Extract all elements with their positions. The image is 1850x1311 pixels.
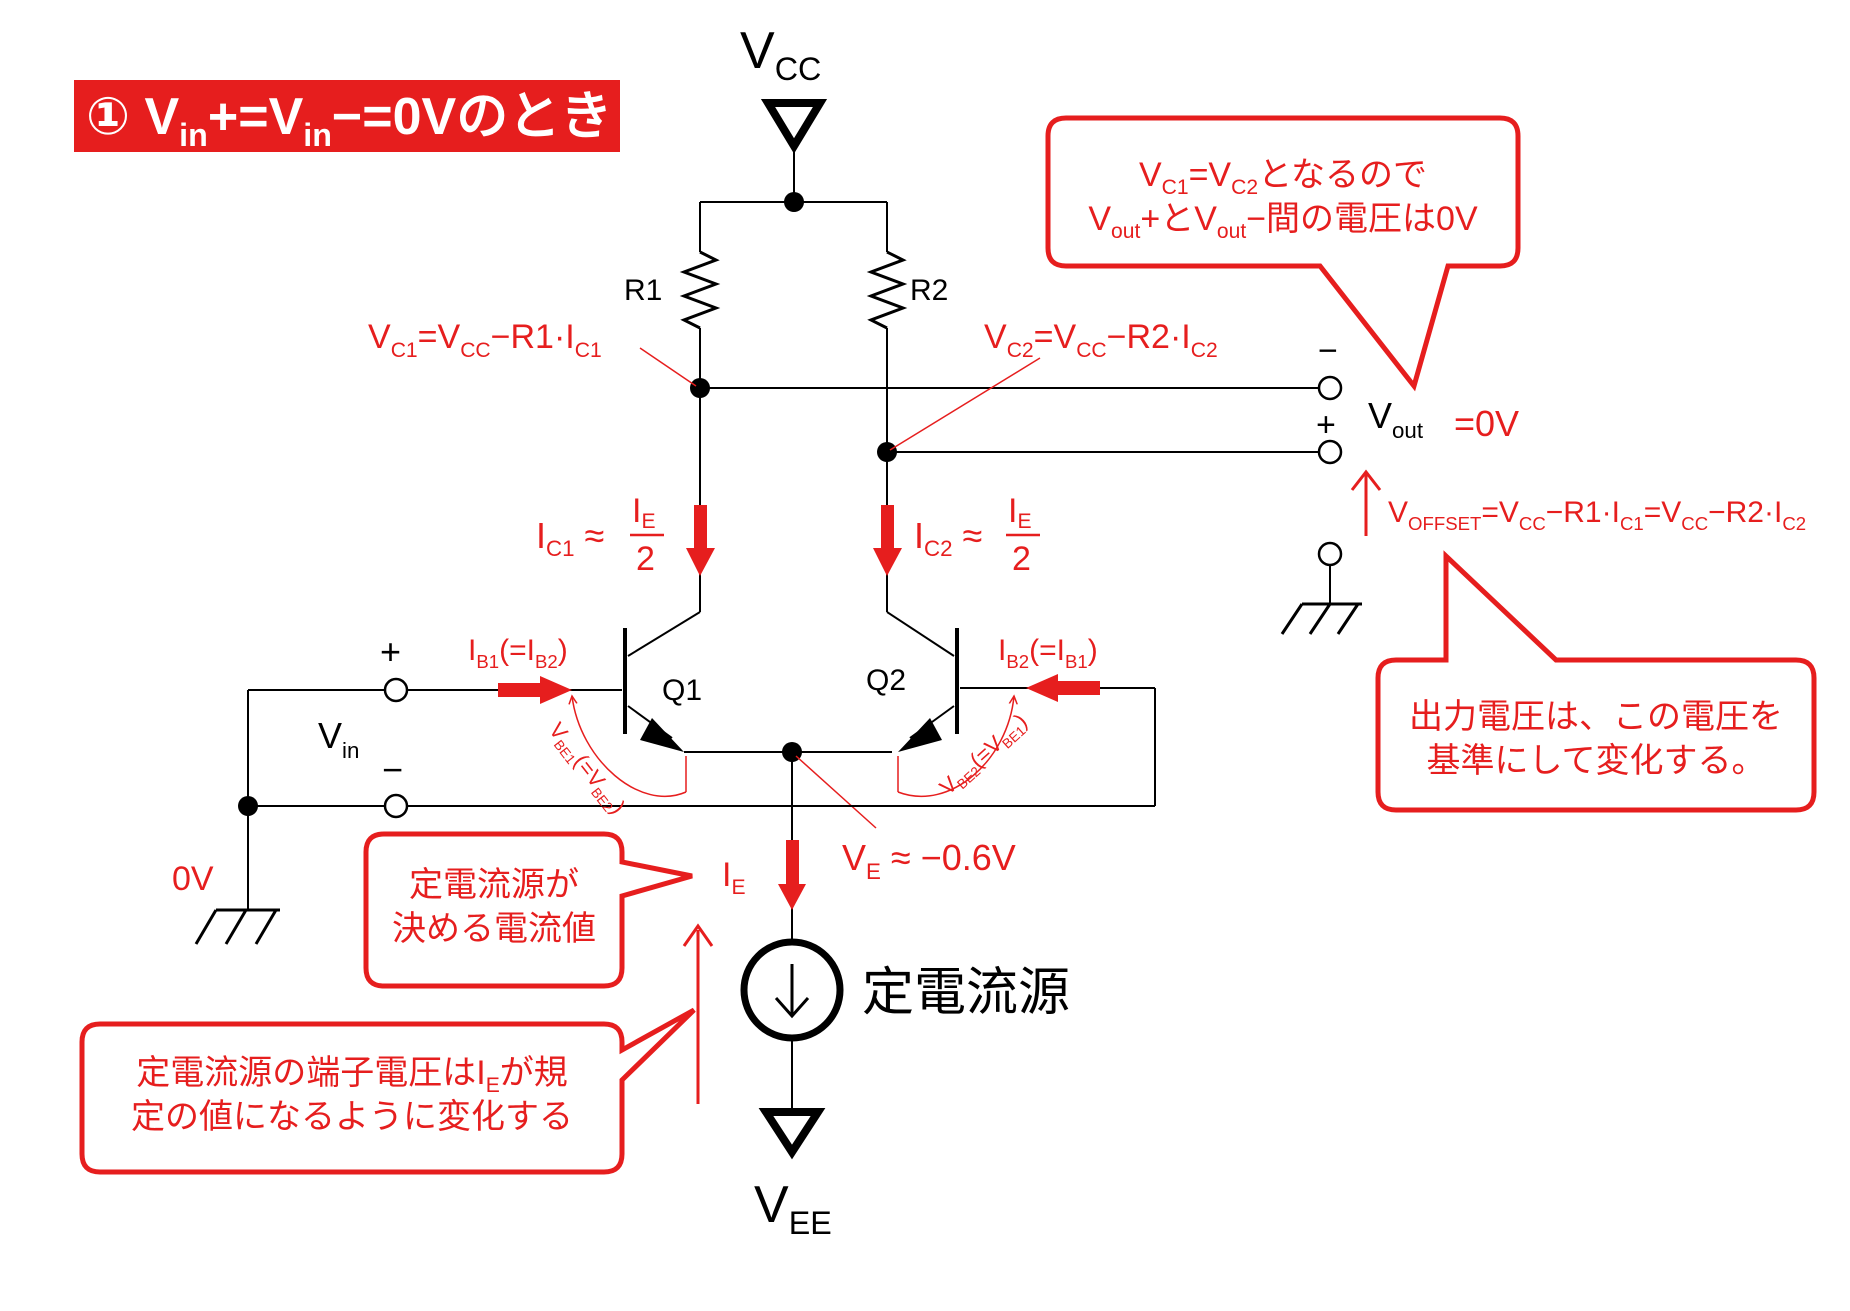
- vout-plus-sign: +: [1316, 406, 1336, 444]
- base-currents: IB1(=IB2) IB2(=IB1): [468, 634, 1100, 704]
- vbe1-arc: [572, 696, 687, 798]
- vin-minus-terminal: [383, 793, 409, 819]
- vc1-leader-line: [639, 347, 697, 387]
- vc2-equation: VC2=VCC−R2·IC2: [984, 318, 1218, 362]
- current-source-label: 定電流源: [862, 964, 1070, 1022]
- callout-output-zero-bubble: [1045, 115, 1521, 392]
- vout-plus-terminal: [1317, 439, 1343, 465]
- voffset-equation: VOFFSET=VCC−R1·IC1=VCC−R2·IC2: [1388, 496, 1806, 534]
- r2-resistor: [866, 250, 908, 330]
- ic1-fraction-den: 2: [636, 540, 655, 578]
- q1-emitter-arrow: [640, 718, 684, 752]
- callout-ie-value-line2: 決める電流値: [392, 910, 596, 948]
- vin-plus-terminal: [383, 677, 409, 703]
- callout-terminal-voltage-line1: 定電流源の端子電圧はIEが規: [136, 1054, 568, 1097]
- r1-resistor: [679, 250, 721, 330]
- vcc-supply: VCC: [740, 22, 828, 212]
- vbe2-arc: [897, 696, 1014, 798]
- callout-ie-value-line1: 定電流源が: [409, 866, 579, 904]
- ib1-arrow: [540, 676, 572, 704]
- ve-label: VE ≈ −0.6V: [842, 837, 1016, 884]
- collector-currents: IC1 ≈ IE 2 IC2 ≈ IE 2: [536, 492, 1040, 578]
- ic2-label: IC2 ≈: [914, 515, 982, 561]
- ie-label: IE: [722, 856, 746, 899]
- callout-output-zero-line2: Vout+とVout−間の電圧は0V: [1088, 200, 1478, 243]
- vc1-equation: VC1=VCC−R1·IC1: [368, 318, 602, 362]
- callout-ie-value: 定電流源が 決める電流値: [363, 831, 693, 989]
- callout-terminal-voltage: 定電流源の端子電圧はIEが規 定の値になるように変化する: [79, 923, 714, 1175]
- ic1-arrow: [686, 548, 715, 576]
- vout-value: =0V: [1454, 403, 1519, 444]
- current-source: 定電流源: [740, 938, 1070, 1112]
- ib2-label: IB2(=IB1): [998, 634, 1098, 672]
- vbe1-label: VBE1(=VBE2): [542, 718, 631, 821]
- q1-label: Q1: [662, 674, 702, 707]
- vcc-triangle-symbol: [760, 99, 828, 154]
- ic2-arrow: [873, 548, 902, 576]
- callout-terminal-voltage-line2: 定の値になるように変化する: [131, 1098, 573, 1136]
- callout-terminal-voltage-bubble: [79, 1007, 696, 1175]
- title-banner: ① Vin+=Vin−=0Vのとき: [74, 80, 620, 153]
- r2-label: R2: [910, 274, 948, 307]
- ve-leader-line: [795, 755, 877, 829]
- vc2-leader-line: [889, 357, 1041, 451]
- emitter-tail: VE ≈ −0.6V IE: [722, 742, 1016, 940]
- callout-offset-reference-line1: 出力電圧は、この電圧を: [1409, 698, 1783, 736]
- ib2-arrow: [1026, 674, 1058, 702]
- output-section: − + Vout =0V VOFFSET=VCC−R1·IC1=VCC−R2·I…: [700, 332, 1806, 635]
- vee-label: VEE: [754, 1176, 832, 1241]
- ie-arrow: [778, 884, 806, 910]
- callout-ie-value-bubble: [363, 831, 693, 989]
- output-ground-terminal: [1317, 541, 1343, 567]
- ic2-fraction-num: IE: [1008, 492, 1032, 533]
- title-text: ① Vin+=Vin−=0Vのとき: [86, 88, 612, 153]
- ib1-label: IB1(=IB2): [468, 634, 568, 672]
- ic2-fraction-den: 2: [1012, 540, 1031, 578]
- callout-output-zero-line1: VC1=VC2となるので: [1139, 156, 1427, 199]
- input-section: + − Vin 0V: [172, 631, 1156, 945]
- vcc-label: VCC: [740, 22, 821, 87]
- q2-emitter-arrow: [898, 718, 942, 752]
- transistor-q2: Q2: [866, 611, 959, 752]
- r1-label: R1: [624, 274, 662, 307]
- vbe2-label: VBE2(=VBE1): [935, 709, 1034, 802]
- q2-label: Q2: [866, 664, 906, 697]
- ic1-fraction-num: IE: [632, 492, 656, 533]
- vout-label: Vout: [1368, 395, 1424, 443]
- vee-triangle-symbol: [758, 1108, 826, 1160]
- ic1-label: IC1 ≈: [536, 515, 604, 561]
- callout-offset-reference: 出力電圧は、この電圧を 基準にして変化する。: [1375, 550, 1817, 813]
- callout-output-zero: VC1=VC2となるので Vout+とVout−間の電圧は0V: [1045, 115, 1521, 392]
- current-source-arrow-icon: [774, 997, 810, 1019]
- vout-minus-sign: −: [1318, 332, 1338, 370]
- transistor-q1: Q1: [623, 611, 892, 753]
- collector-voltage-labels: VC1=VCC−R1·IC1 VC2=VCC−R2·IC2: [368, 318, 1218, 451]
- vin-minus-sign: −: [382, 749, 403, 790]
- zero-v-label: 0V: [172, 860, 214, 898]
- callout-offset-reference-line2: 基準にして変化する。: [1427, 742, 1766, 780]
- callout-offset-reference-bubble: [1375, 550, 1817, 813]
- vout-minus-terminal: [1317, 375, 1343, 401]
- vee-supply: VEE: [754, 1108, 832, 1241]
- vin-plus-sign: +: [380, 631, 401, 672]
- vin-label: Vin: [318, 715, 359, 763]
